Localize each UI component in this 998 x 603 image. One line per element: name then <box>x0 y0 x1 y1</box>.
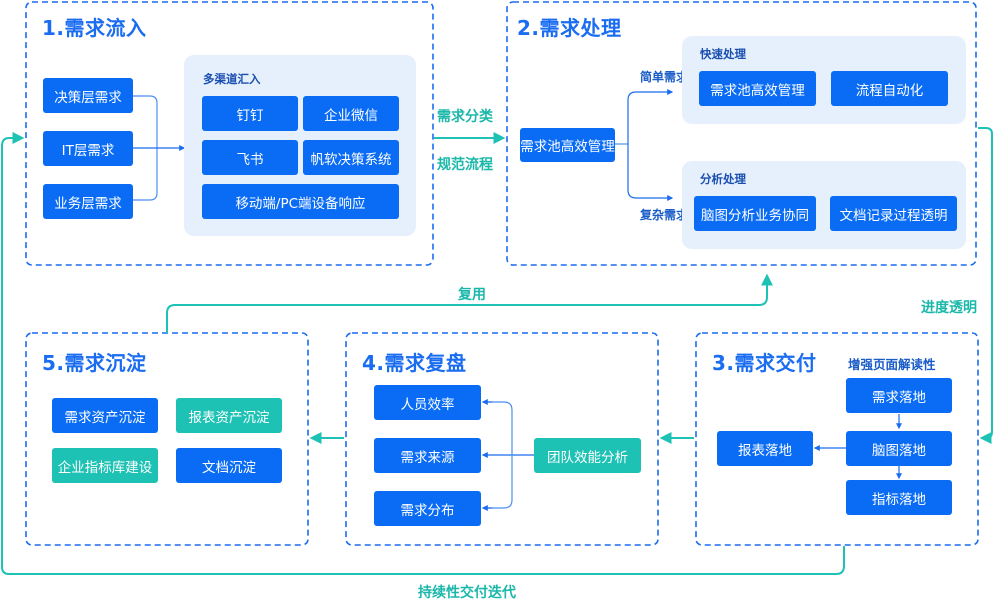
source-it-level[interactable]: IT层需求 <box>43 131 133 166</box>
multi-channel-label: 多渠道汇入 <box>203 72 261 86</box>
delivery-report[interactable]: 报表落地 <box>717 431 813 466</box>
review-staff-efficiency[interactable]: 人员效率 <box>374 385 481 420</box>
fast-step-automation[interactable]: 流程自动化 <box>831 71 948 106</box>
readability-label: 增强页面解读性 <box>848 357 936 372</box>
analysis-step-docs[interactable]: 文档记录过程透明 <box>830 196 957 231</box>
panel-1-title: 1.需求流入 <box>42 16 147 40</box>
sediment-metric-library[interactable]: 企业指标库建设 <box>52 448 158 483</box>
connector-branch-complex <box>627 144 674 201</box>
panel-4-title: 4.需求复盘 <box>362 351 467 375</box>
progress-label: 进度透明 <box>921 300 977 316</box>
review-demand-distribution[interactable]: 需求分布 <box>374 491 481 526</box>
connector-source-fan <box>483 401 513 509</box>
channel-fanruan[interactable]: 帆软决策系统 <box>303 140 399 175</box>
sediment-demand-assets[interactable]: 需求资产沉淀 <box>52 398 158 433</box>
panel-2-frame <box>506 1 977 266</box>
panel-3-frame <box>695 332 979 546</box>
standardize-label: 规范流程 <box>437 157 493 173</box>
panel-2-title: 2.需求处理 <box>517 16 622 40</box>
panel-5-title: 5.需求沉淀 <box>42 351 147 375</box>
panel-1-frame <box>25 1 434 266</box>
connector-progress-loop <box>978 127 993 444</box>
analysis-step-mindmap[interactable]: 脑图分析业务协同 <box>694 196 816 231</box>
delivery-mindmap[interactable]: 脑图落地 <box>846 431 952 466</box>
fast-step-pool[interactable]: 需求池高效管理 <box>699 71 816 106</box>
source-decision-level[interactable]: 决策层需求 <box>43 78 133 113</box>
analysis-processing-label: 分析处理 <box>700 172 746 186</box>
channel-feishu[interactable]: 飞书 <box>202 140 298 175</box>
connector-iterate-loop <box>0 132 845 575</box>
channel-dingtalk[interactable]: 钉钉 <box>202 96 298 131</box>
delivery-metrics[interactable]: 指标落地 <box>846 480 952 515</box>
connector-reuse-loop <box>166 273 773 333</box>
channel-mobile-pc[interactable]: 移动端/PC端设备响应 <box>202 184 399 219</box>
channel-wecom[interactable]: 企业微信 <box>303 96 399 131</box>
source-business-level[interactable]: 业务层需求 <box>43 184 133 219</box>
branch-complex-label: 复杂需求 <box>640 208 689 222</box>
branch-simple-label: 简单需求 <box>640 70 689 84</box>
sediment-report-assets[interactable]: 报表资产沉淀 <box>176 398 282 433</box>
panel-3-title: 3.需求交付 <box>712 351 817 375</box>
panel-4-frame <box>345 332 659 546</box>
reuse-label: 复用 <box>458 287 486 303</box>
delivery-demand[interactable]: 需求落地 <box>846 378 952 413</box>
classify-label: 需求分类 <box>437 109 493 125</box>
review-demand-source[interactable]: 需求来源 <box>374 438 481 473</box>
sediment-documents[interactable]: 文档沉淀 <box>176 448 282 483</box>
connector-branch-simple <box>627 89 674 144</box>
pool-entry[interactable]: 需求池高效管理 <box>520 128 615 162</box>
team-efficiency-analysis[interactable]: 团队效能分析 <box>534 438 641 473</box>
fast-processing-label: 快速处理 <box>700 47 746 61</box>
iterate-label: 持续性交付迭代 <box>418 585 516 601</box>
